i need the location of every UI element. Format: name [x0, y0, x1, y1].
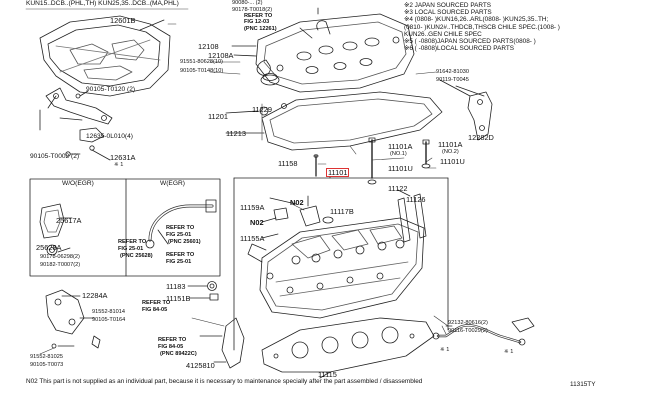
legend-line-7: ※6 ( -0808)LOCAL SOURCED PARTS — [404, 45, 515, 53]
part-label-11117B[interactable]: 11117B — [330, 207, 354, 216]
refer-fig-25-b-line1: REFER TO — [118, 239, 147, 245]
part-label-90119[interactable]: 90119-T0045 — [436, 77, 469, 83]
plug-11183-drawing — [187, 281, 219, 301]
oil-filler-cap-drawing — [231, 45, 280, 86]
legend-line-1: ※2 JAPAN SOURCED PARTS — [404, 2, 492, 9]
part-label-91552-81025[interactable]: 91552-81025 — [30, 354, 63, 360]
part-label-90105-T0002[interactable]: 90105-T0002 (2) — [30, 153, 80, 160]
part-label-11115[interactable]: 11115 — [318, 370, 337, 379]
part-label-11101U[interactable]: 11101U — [388, 164, 413, 173]
part-label-90178-T0018[interactable]: 90178-T0018(2) — [232, 7, 273, 13]
refer-fig-12-line3: (PNC 12261) — [244, 26, 277, 32]
part-label-11101A-no1[interactable]: 11101A — [388, 142, 413, 151]
part-label-12108A[interactable]: 12108A — [208, 51, 234, 60]
head-bolts-drawing — [313, 137, 431, 185]
part-label-90182-T0007[interactable]: 90182-T0007(2) — [40, 262, 81, 268]
part-label-11201[interactable]: 11201 — [208, 112, 229, 121]
head-gasket-drawing — [261, 317, 435, 379]
part-label-11213[interactable]: 11213 — [226, 129, 247, 138]
refer-fig-84-b-line3: (PNC 89422C) — [160, 351, 197, 357]
cylinder-head-frame — [233, 171, 449, 351]
refer-fig-25-a-line3: (PNC 25601) — [168, 239, 201, 245]
part-label-11122[interactable]: 11122 — [388, 184, 408, 193]
part-label-12108[interactable]: 12108 — [198, 42, 219, 51]
part-label-90105-T0148[interactable]: 90105-T0148(10) — [180, 68, 224, 74]
refer-fig-25-b-line3: (PNC 25628) — [120, 253, 153, 259]
refer-fig-12-line1: REFER TO — [244, 13, 273, 19]
part-label-25628A[interactable]: 25628A — [36, 243, 62, 252]
part-label-11158[interactable]: 11158 — [278, 159, 298, 168]
part-label-11155A[interactable]: 11155A — [240, 234, 265, 243]
part-label-90116-T0029[interactable]: 90116-T0029(2) — [448, 328, 488, 334]
egr-right-drawing — [145, 199, 217, 249]
refer-fig-84-b-line1: REFER TO — [158, 337, 187, 343]
variant-without-egr-title: W/O(EGR) — [62, 180, 94, 187]
heat-insulator-drawing — [199, 317, 245, 369]
note-n02-a: N02 — [290, 198, 304, 207]
legend-line-4: (0810- )KUN2#..THDCB,THSCB CHILE SPEC.(1… — [404, 23, 560, 31]
part-label-90178-06298[interactable]: 90178-06298(2) — [40, 254, 80, 260]
part-label-91551-80628[interactable]: 91551-80628(10) — [180, 59, 223, 65]
part-label-11101A-no2-note: (NO.2) — [442, 149, 459, 155]
cover-bracket-drawing — [39, 87, 113, 161]
part-label-12601B[interactable]: 12601B — [110, 16, 136, 25]
engine-cover-drawing — [39, 15, 171, 97]
cylinder-head-drawing — [247, 217, 425, 319]
refer-fig-84-a-line2[interactable]: FIG 84-05 — [142, 307, 168, 313]
part-label-90080[interactable]: 90080-... (2) — [232, 0, 263, 6]
sleeves-drawing — [397, 189, 427, 243]
part-label-11159A[interactable]: 11159A — [240, 203, 265, 212]
refer-fig-84-a-line1: REFER TO — [142, 300, 171, 306]
oil-pipe-drawing — [432, 317, 535, 346]
part-label-92132-80616[interactable]: 92132-80616(2) — [448, 320, 488, 326]
variant-with-egr-title: W(EGR) — [160, 180, 185, 187]
part-label-90105-T0164[interactable]: 90105-T0164 — [92, 317, 126, 323]
part-label-12631A[interactable]: 12631A — [110, 153, 136, 162]
refer-fig-84-b-line2[interactable]: FIG 84-05 — [158, 344, 184, 350]
valve-guide-drawing — [261, 195, 334, 239]
part-label-12282D[interactable]: 12282D — [468, 133, 494, 142]
part-label-11183[interactable]: 11183 — [166, 282, 186, 291]
refer-fig-25-a-line2[interactable]: FIG 25-01 — [166, 232, 192, 238]
legend-notes: ※2 JAPAN SOURCED PARTS ※3 LOCAL SOURCED … — [404, 2, 560, 52]
leader-lines — [39, 23, 449, 355]
diagram-code: 11315TY — [570, 381, 596, 388]
refer-fig-25-a-line1: REFER TO — [166, 225, 195, 231]
part-label-12284A[interactable]: 12284A — [82, 291, 108, 300]
part-label-90105-T0120[interactable]: 90105-T0120 (2) — [86, 86, 136, 93]
part-label-11101A-no1-note: (NO.1) — [390, 151, 407, 157]
note-star-1-c: ※ 1 — [504, 349, 514, 355]
legend-line-3: ※4 (0808- )KUN16,26..ARL(0808- )KUN25,35… — [404, 16, 549, 24]
note-n02-b: N02 — [250, 218, 264, 227]
refer-fig-25-c-line1: REFER TO — [166, 252, 195, 258]
part-label-90105-T0073[interactable]: 90105-T0073 — [30, 362, 64, 368]
legend-line-5: KUN26..GEN CHILE SPEC — [404, 30, 482, 38]
egr-left-drawing — [39, 203, 73, 256]
applicability-text: KUN15..DCB..(PHL,TH) KUN25,35..DCB..(MA,… — [26, 0, 179, 7]
part-label-91552-81014[interactable]: 91552-81014 — [92, 309, 125, 315]
part-label-91642[interactable]: 91642-81030 — [436, 69, 469, 75]
refer-fig-25-c-line2[interactable]: FIG 25-01 — [166, 259, 192, 265]
part-label-11126[interactable]: 11126 — [406, 195, 426, 204]
part-label-4125810[interactable]: 4125810 — [186, 361, 215, 370]
legend-line-2: ※3 LOCAL SOURCED PARTS — [404, 9, 492, 17]
head-cover-drawing — [255, 7, 415, 93]
part-label-12635[interactable]: 12635-0L010(4) — [86, 133, 133, 140]
note-star-1-a: ※ 1 — [114, 162, 124, 168]
part-label-11229[interactable]: 11229 — [252, 105, 273, 114]
note-star-1-b: ※ 1 — [440, 347, 450, 353]
part-label-11101[interactable]: 11101 — [326, 168, 350, 178]
refer-fig-12-line2[interactable]: FIG 12-03 — [244, 19, 270, 25]
part-label-11101A-no2[interactable]: 11101A — [438, 140, 463, 149]
legend-line-6: ※5 ( -0808)JAPAN SOURCED PARTS(0808- ) — [404, 37, 536, 45]
part-label-25617A[interactable]: 25617A — [56, 216, 82, 225]
variant-box-frame — [29, 178, 221, 277]
part-label-11151B[interactable]: 11151B — [166, 294, 191, 303]
refer-fig-25-b-line2[interactable]: FIG 25-01 — [118, 246, 144, 252]
head-cover-gasket-drawing — [225, 91, 443, 151]
part-label-11101U-2[interactable]: 11101U — [440, 157, 465, 166]
bracket-12282D-drawing — [439, 79, 493, 141]
footer-note: N02 This part is not supplied as an indi… — [26, 378, 423, 385]
